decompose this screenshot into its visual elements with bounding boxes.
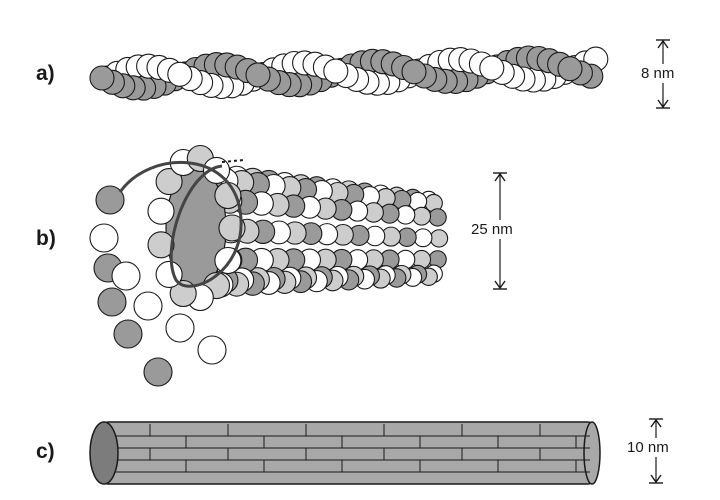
panel-label-c: c) (36, 440, 55, 463)
arrowhead-down (657, 99, 669, 109)
subunit (412, 206, 432, 226)
arrowhead-up (657, 39, 669, 49)
subunit (214, 246, 242, 275)
subunit (155, 168, 183, 196)
arrowhead-down (494, 280, 506, 290)
subunit (97, 287, 127, 317)
subunit (429, 229, 449, 248)
subunit (113, 319, 143, 349)
arrowhead-up (650, 418, 662, 428)
helix-line (118, 161, 243, 288)
subunit (479, 55, 505, 81)
rod-end-far (583, 421, 601, 485)
subunit (147, 197, 175, 225)
seam-mark (221, 159, 245, 163)
arrowhead-up (494, 172, 506, 182)
subunit (413, 228, 433, 248)
dimension-label-b: 25 nm (469, 220, 515, 239)
subunit (167, 61, 193, 87)
panel-label-a: a) (36, 62, 55, 85)
intermediate-filament-drawing (89, 421, 601, 485)
subunit (111, 261, 141, 291)
dimension-label-a: 8 nm (639, 64, 677, 83)
subunit (401, 59, 427, 85)
rod-body (103, 421, 593, 485)
dimension-arrow-a (656, 39, 670, 109)
panel-label-b: b) (36, 227, 56, 250)
subunit (147, 231, 175, 259)
subunit (133, 291, 163, 321)
actin-filament-drawing (89, 45, 609, 101)
rod-end-near (89, 421, 119, 485)
subunit (197, 335, 227, 365)
subunit (245, 62, 271, 88)
arrowhead-down (650, 474, 662, 484)
microtubule-drawing (89, 144, 449, 387)
subunit (143, 357, 173, 387)
subunit (428, 208, 447, 227)
subunit (95, 185, 125, 215)
subunit (557, 56, 583, 82)
subunit (218, 214, 246, 242)
subunit (165, 313, 195, 343)
dimension-label-c: 10 nm (625, 438, 671, 457)
dimension-arrows (493, 39, 670, 484)
subunit (323, 58, 349, 84)
subunit (89, 223, 119, 253)
subunit (89, 65, 115, 91)
